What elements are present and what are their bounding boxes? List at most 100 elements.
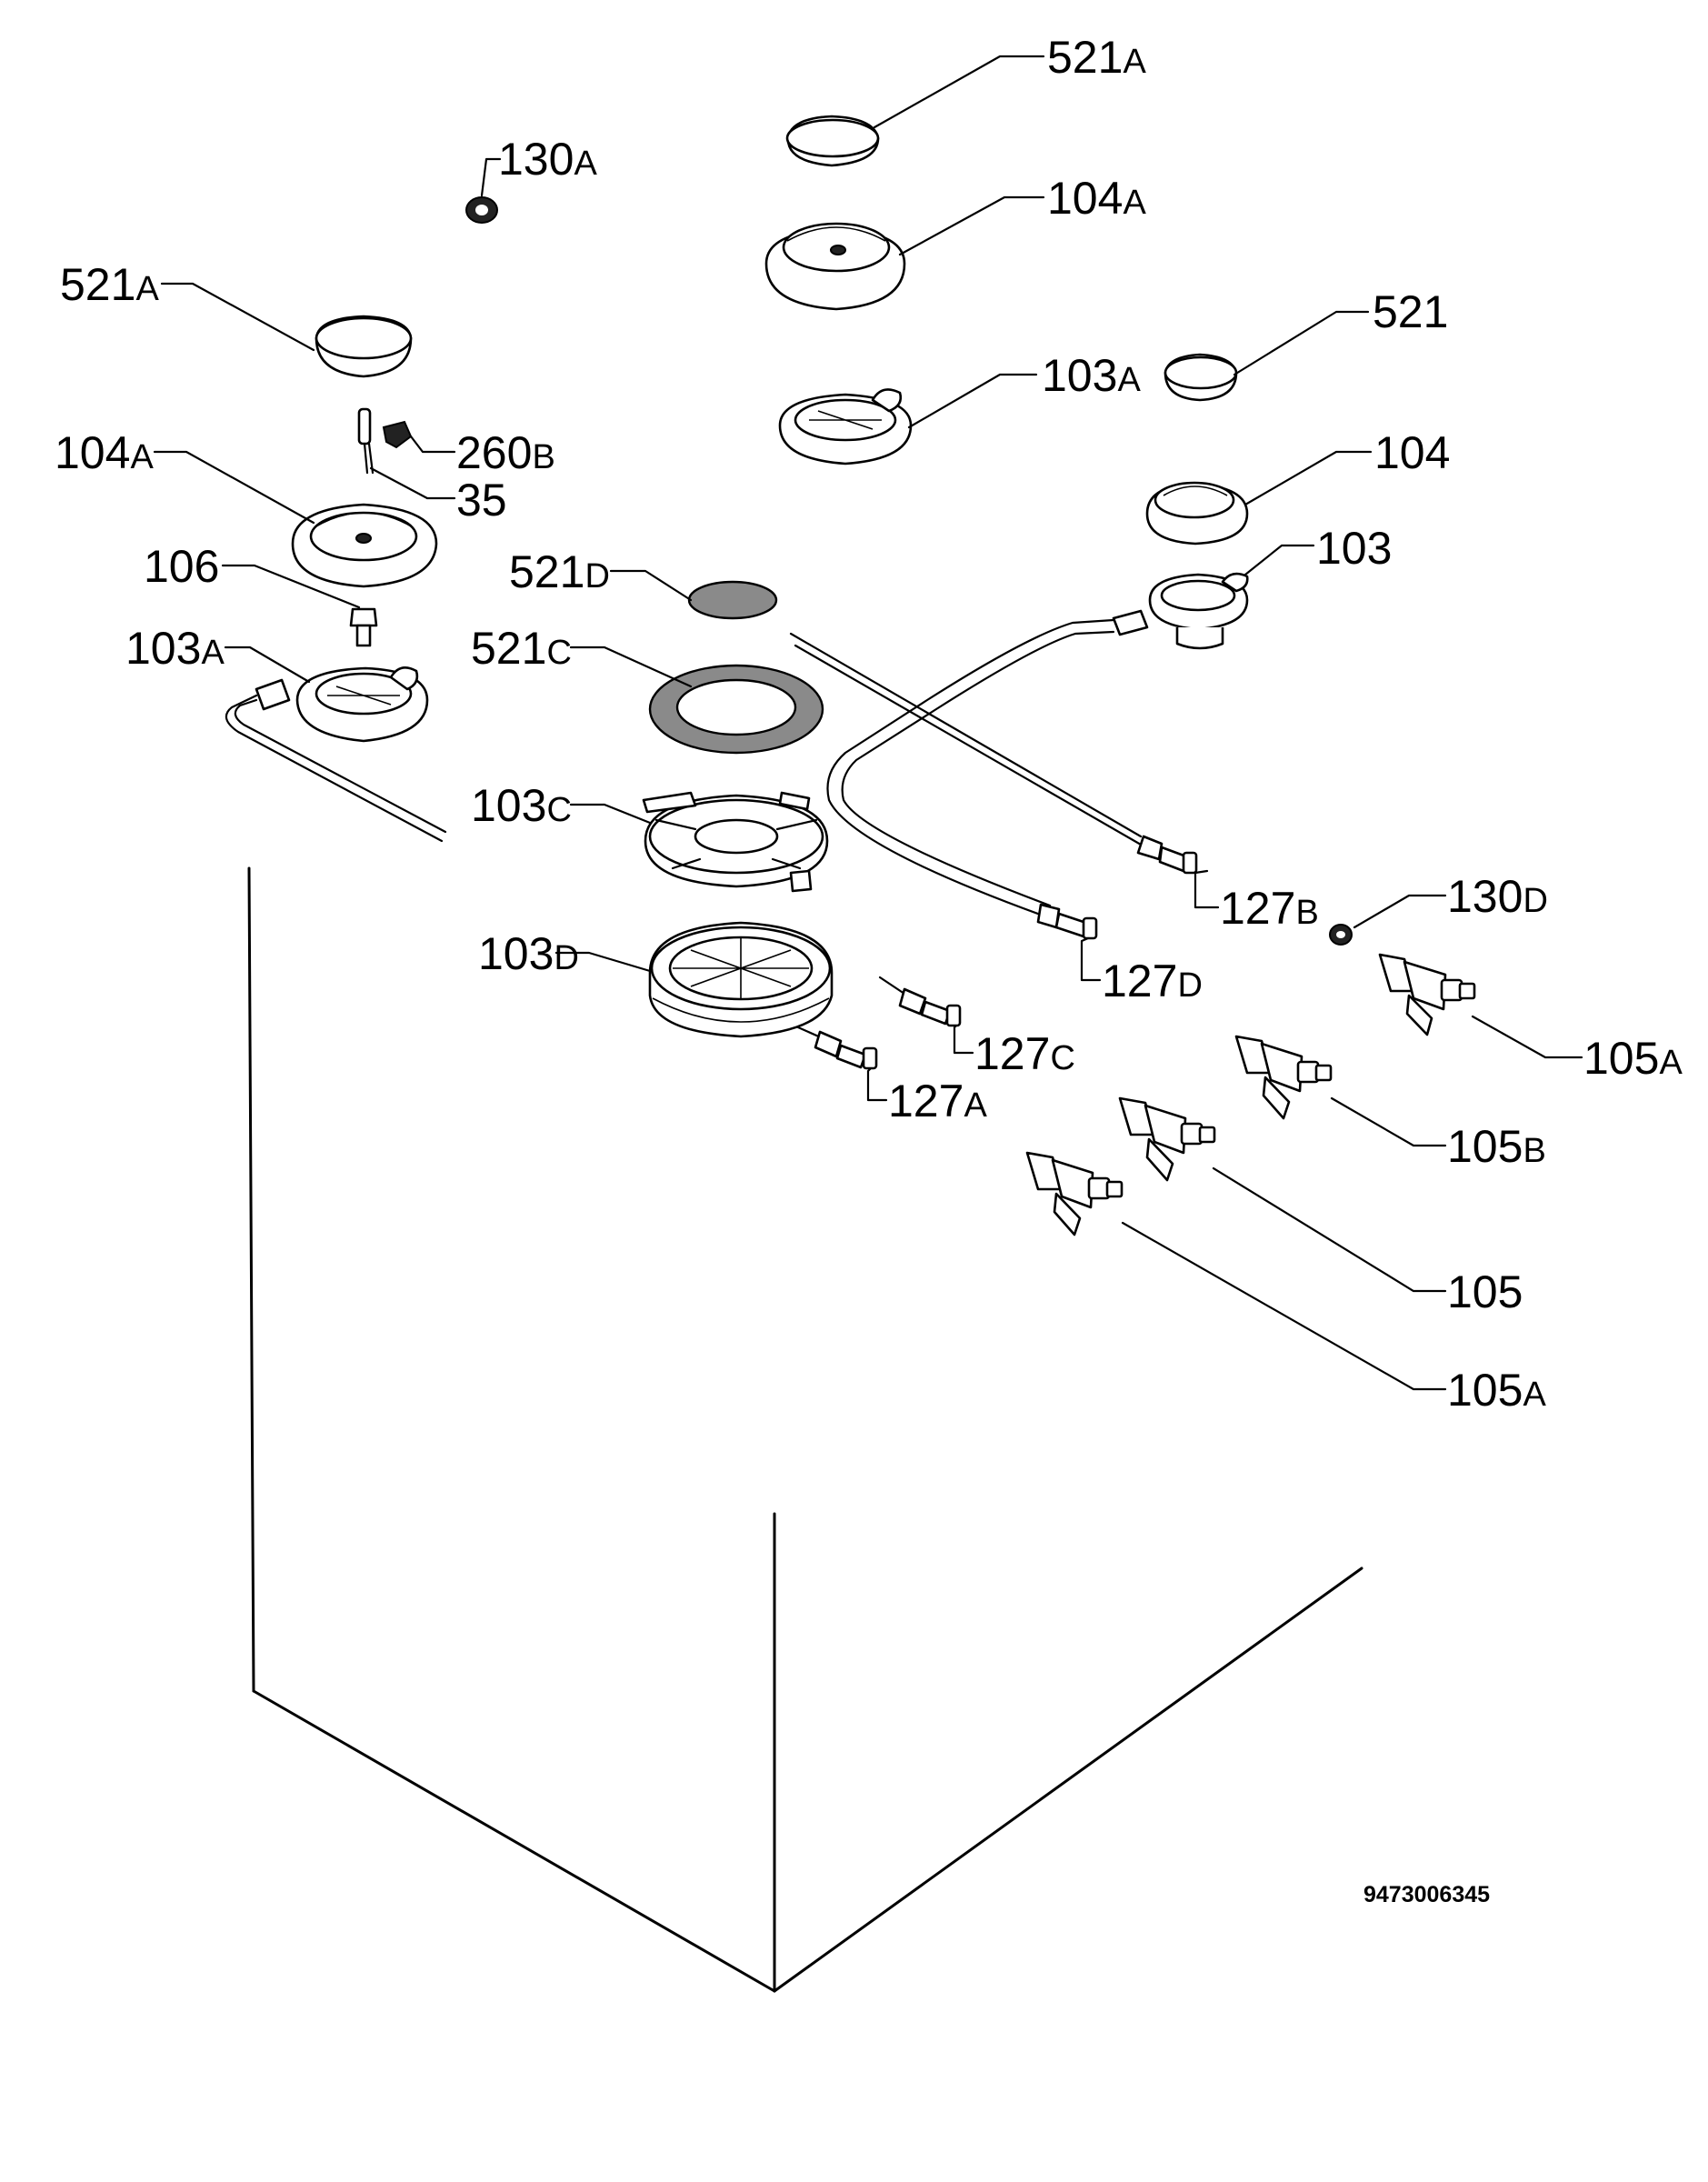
label-521: 521	[1373, 286, 1448, 337]
fitting-127d	[1036, 903, 1098, 940]
burner-cap-521a-top	[785, 115, 880, 167]
label-suffix: A	[130, 438, 154, 476]
middle-gas-rail	[789, 632, 1149, 850]
label-suffix: D	[554, 939, 578, 977]
label-number: 127	[888, 1076, 964, 1126]
burner-head-104a-left	[291, 503, 438, 588]
leader-lines	[153, 55, 1583, 1391]
cabinet-outline	[247, 866, 1363, 1993]
burner-crown-103d	[648, 921, 834, 1038]
label-127d: 127D	[1102, 956, 1203, 1006]
label-suffix: B	[1523, 1132, 1545, 1170]
fitting-127c	[878, 976, 962, 1027]
gas-tap-105a-bottom	[1025, 1151, 1124, 1236]
burner-cap-521	[1164, 353, 1238, 402]
clip-260b	[382, 420, 413, 449]
part-labels: 521A 130A 104A 521A 521 103A 260B 104A 1…	[55, 32, 1683, 1907]
gauze-521d	[687, 580, 778, 620]
label-suffix: B	[532, 438, 554, 476]
label-106: 106	[144, 541, 219, 592]
label-number: 103	[1316, 523, 1392, 574]
label-521d: 521D	[509, 546, 610, 597]
label-105a-top: 105A	[1583, 1033, 1683, 1084]
label-number: 521	[60, 259, 135, 310]
burner-head-104a-top	[764, 222, 906, 311]
label-103d: 103D	[478, 928, 579, 979]
label-127a: 127A	[888, 1076, 987, 1126]
label-105a-bottom: 105A	[1447, 1365, 1546, 1416]
label-number: 127	[1220, 883, 1295, 934]
burner-base-103a-top	[778, 388, 913, 465]
label-521a-left: 521A	[60, 259, 159, 310]
label-number: 105	[1447, 1266, 1523, 1317]
label-number: 104	[1047, 173, 1123, 224]
label-35: 35	[456, 475, 507, 525]
burner-base-103	[1112, 572, 1249, 650]
label-127c: 127C	[974, 1028, 1075, 1079]
label-number: 105	[1447, 1365, 1523, 1416]
electrode-35	[357, 407, 375, 475]
gas-tap-105b	[1234, 1035, 1333, 1120]
label-number: 127	[1102, 956, 1177, 1006]
label-103a-left: 103A	[125, 623, 225, 674]
label-521c: 521C	[471, 623, 572, 674]
label-suffix: A	[1659, 1044, 1683, 1082]
label-number: 260	[456, 427, 532, 478]
label-130d: 130D	[1447, 871, 1548, 922]
nut-130d	[1329, 924, 1353, 946]
label-103: 103	[1316, 523, 1392, 574]
burner-head-104	[1145, 481, 1249, 546]
label-260b: 260B	[456, 427, 555, 478]
label-number: 103	[125, 623, 201, 674]
label-105: 105	[1447, 1266, 1523, 1317]
label-suffix: A	[1123, 43, 1146, 81]
spreader-103c	[642, 791, 829, 893]
label-104a-top: 104A	[1047, 173, 1146, 224]
label-number: 521	[1373, 286, 1448, 337]
label-number: 35	[456, 475, 507, 525]
burner-base-103a-left	[255, 666, 429, 743]
label-105b: 105B	[1447, 1121, 1546, 1172]
label-suffix: A	[1123, 184, 1146, 222]
label-103a-top: 103A	[1042, 350, 1141, 401]
ring-521c	[648, 664, 824, 755]
label-number: 521	[1047, 32, 1123, 83]
label-number: 521	[471, 623, 546, 674]
label-number: 130	[1447, 871, 1523, 922]
label-suffix: D	[584, 557, 609, 596]
label-103c: 103C	[471, 780, 572, 831]
label-number: 104	[1374, 427, 1450, 478]
label-suffix: A	[574, 145, 597, 183]
label-suffix: D	[1523, 882, 1547, 920]
label-number: 130	[498, 134, 574, 185]
label-number: 106	[144, 541, 219, 592]
gas-tap-105a-top	[1378, 953, 1476, 1036]
label-suffix: D	[1177, 966, 1202, 1005]
label-number: 127	[974, 1028, 1050, 1079]
label-suffix: C	[546, 791, 571, 829]
label-suffix: B	[1295, 894, 1318, 932]
label-number: 103	[1042, 350, 1117, 401]
nut-130a	[465, 196, 498, 224]
label-number: 103	[478, 928, 554, 979]
label-104a-left: 104A	[55, 427, 154, 478]
label-number: 105	[1447, 1121, 1523, 1172]
label-130a: 130A	[498, 134, 597, 185]
label-suffix: A	[1523, 1376, 1546, 1414]
label-suffix: C	[546, 634, 571, 672]
label-suffix: A	[135, 270, 159, 308]
drawing-code: 9473006345	[1363, 1882, 1490, 1907]
gas-tap-105	[1118, 1096, 1216, 1182]
label-number: 521	[509, 546, 584, 597]
label-127b: 127B	[1220, 883, 1319, 934]
fitting-127a	[796, 1026, 878, 1070]
label-number: 104	[55, 427, 130, 478]
fitting-127b	[1136, 835, 1198, 875]
injector-106	[349, 607, 378, 647]
label-suffix: A	[964, 1086, 987, 1125]
label-number: 103	[471, 780, 546, 831]
rear-gas-rail	[225, 694, 447, 843]
label-104: 104	[1374, 427, 1450, 478]
label-suffix: C	[1050, 1039, 1074, 1077]
